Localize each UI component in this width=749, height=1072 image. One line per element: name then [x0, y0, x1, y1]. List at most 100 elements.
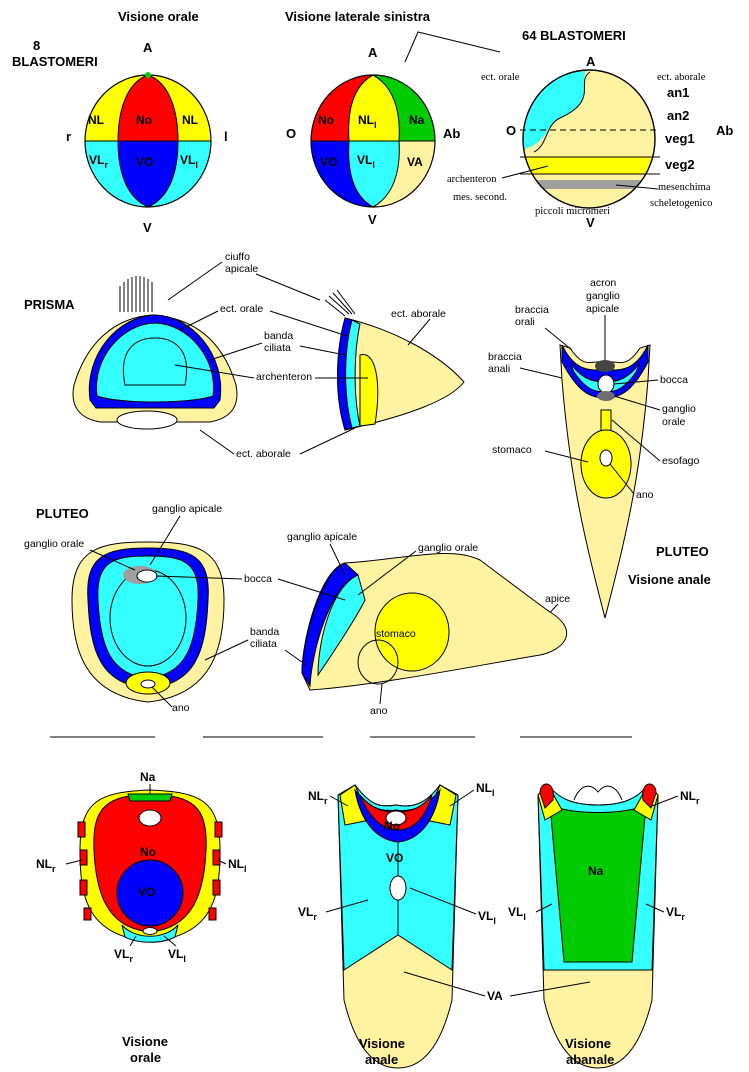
label-No-anal4: No [384, 819, 400, 833]
caption-oral-2: orale [130, 1050, 161, 1065]
label-ano-oral: ano [172, 702, 190, 714]
larva-oral-view [78, 790, 222, 942]
axis-O-lateral: O [286, 126, 296, 141]
label-NLl-oral4: NLl [228, 857, 247, 874]
axis-O-64: O [506, 123, 516, 138]
tier-an2: an2 [667, 108, 689, 123]
label-ect-orale-64: ect. orale [481, 72, 520, 83]
axis-A-64: A [586, 54, 596, 69]
tier-veg1: veg1 [665, 131, 695, 146]
caption-abanal-1: Visione [565, 1036, 611, 1051]
label-braccia-orali-2: orali [515, 316, 535, 328]
label-Na-oral4: Na [140, 770, 156, 784]
label-ganglio-apicale-oral: ganglio apicale [152, 503, 222, 515]
label-NLr-anal4: NLr [308, 789, 328, 806]
label-braccia-anali-1: braccia [488, 351, 522, 363]
label-archenteron-64: archenteron [447, 174, 497, 185]
label-ect-orale-prisma: ect. orale [220, 303, 263, 315]
label-acron-ganglio: ganglio [586, 290, 620, 302]
axis-A-lateral: A [368, 45, 378, 60]
title-pluteo-anale-1: PLUTEO [656, 544, 709, 559]
label-ciliata-prisma: ciliata [264, 342, 291, 354]
caption-oral-1: Visione [122, 1034, 168, 1049]
label-banda-pluteo-2: ciliata [250, 638, 277, 650]
title-pluteo-anale-2: Visione anale [628, 572, 711, 587]
label-NLr-abanal4: NLr [680, 789, 700, 806]
label-blastomeri: BLASTOMERI [12, 54, 98, 69]
cell-label-Na-lat: Na [409, 113, 425, 127]
prism-front [73, 276, 237, 429]
label-Na-abanal4: Na [588, 864, 604, 878]
cell-label-No: No [136, 113, 152, 127]
axis-A-oral: A [143, 40, 153, 55]
larva-abanal-view [538, 784, 658, 1068]
label-NLl-anal4: NLl [476, 781, 495, 798]
label-ganglio-orale-anal-2: orale [662, 416, 686, 428]
caption-abanal-2: abanale [566, 1052, 614, 1067]
label-acron: acron [590, 277, 616, 289]
label-archenteron-prisma: archenteron [256, 371, 312, 383]
cell-label-NL-right: NL [182, 113, 198, 127]
label-ect-aborale-64: ect. aborale [657, 72, 706, 83]
tier-veg2: veg2 [665, 157, 695, 172]
label-NLr-oral4: NLr [36, 857, 56, 874]
axis-V-64: V [586, 215, 595, 230]
title-prisma: PRISMA [24, 297, 75, 312]
label-VO-anal4: VO [386, 851, 403, 865]
embryo-64cell: A V O Ab an1 an2 veg1 veg2 ect. orale ec… [447, 54, 733, 230]
label-ano-side: ano [370, 705, 388, 717]
label-mesenchima: mesenchima [658, 182, 711, 193]
label-8: 8 [33, 38, 40, 53]
label-VLl-abanal4: VLl [508, 905, 526, 922]
label-stomaco-side: stomaco [376, 628, 416, 640]
cell-label-NL-left: NL [88, 113, 104, 127]
label-esofago: esofago [662, 455, 700, 467]
label-banda-prisma: banda [264, 330, 293, 342]
label-No-oral4: No [140, 845, 156, 859]
lateral-title-pointer [405, 32, 500, 62]
label-braccia-anali-2: anali [488, 363, 510, 375]
axis-l: l [224, 129, 228, 144]
label-64-blastomeri: 64 BLASTOMERI [522, 28, 626, 43]
label-VLl-anal4: VLl [478, 909, 496, 926]
cell-label-No-lat: No [318, 113, 334, 127]
cell-label-VA-lat: VA [407, 155, 423, 169]
pluteo-oral-view [72, 542, 224, 702]
label-apicale: apicale [225, 263, 258, 275]
label-VLl-oral4: VLl [168, 947, 186, 964]
cell-label-VO-lat: VO [320, 155, 337, 169]
label-ano-anal: ano [636, 489, 654, 501]
label-bocca-anal: bocca [660, 374, 688, 386]
label-banda-pluteo-1: banda [250, 626, 279, 638]
label-VLr-anal4: VLr [298, 905, 317, 922]
caption-anal-2: anale [365, 1052, 398, 1067]
title-pluteo: PLUTEO [36, 506, 89, 521]
label-VO-oral4: VO [138, 885, 155, 899]
cell-label-VO: VO [136, 155, 153, 169]
label-VLr-oral4: VLr [114, 947, 133, 964]
caption-anal-1: Visione [359, 1036, 405, 1051]
label-ect-aborale-prisma: ect. aborale [236, 448, 291, 460]
pluteo-side-view [302, 553, 567, 690]
label-acron-apicale: apicale [586, 303, 619, 315]
label-VLr-abanal4: VLr [666, 905, 685, 922]
label-ciuffo: ciuffo [225, 251, 250, 263]
label-ganglio-orale-side: ganglio orale [418, 542, 478, 554]
axis-V-lateral: V [368, 212, 377, 227]
label-ganglio-orale-anal-1: ganglio [662, 403, 696, 415]
axis-Ab-64: Ab [716, 123, 733, 138]
title-lateral-view: Visione laterale sinistra [285, 9, 431, 24]
title-oral-view: Visione orale [118, 9, 199, 24]
label-VA-row4: VA [487, 989, 503, 1003]
label-braccia-orali-1: braccia [515, 304, 549, 316]
label-ganglio-apicale-side: ganglio apicale [287, 531, 357, 543]
label-mes-second: mes. second. [453, 192, 507, 203]
axis-r: r [66, 129, 71, 144]
axis-V-oral: V [143, 220, 152, 235]
label-apice: apice [545, 593, 570, 605]
label-scheletogenico: scheletogenico [650, 198, 712, 209]
label-stomaco-anal: stomaco [492, 444, 532, 456]
axis-Ab-lateral: Ab [443, 126, 460, 141]
label-bocca-oral: bocca [244, 573, 272, 585]
